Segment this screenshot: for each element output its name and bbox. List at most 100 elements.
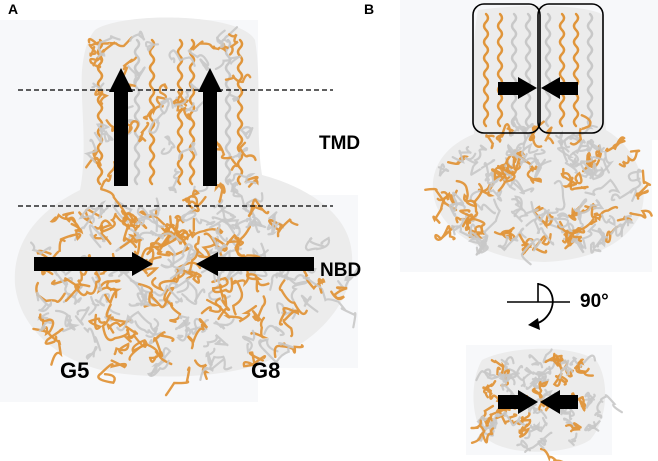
tmd-label: TMD bbox=[319, 133, 361, 154]
ribbon-segment bbox=[160, 135, 176, 155]
ribbon-segment bbox=[187, 248, 202, 284]
ribbon-segment bbox=[531, 233, 552, 254]
ribbon-segment bbox=[558, 359, 570, 380]
ribbon-segment bbox=[224, 73, 252, 84]
ribbon-segment bbox=[149, 197, 166, 228]
ribbon-segment bbox=[85, 346, 98, 361]
ribbon-segment bbox=[214, 55, 242, 71]
ribbon-segment bbox=[150, 286, 176, 309]
ribbon-segment bbox=[569, 354, 597, 369]
ribbon-segment bbox=[115, 209, 148, 230]
ribbon-segment bbox=[134, 204, 160, 226]
nbd-arrow-right bbox=[196, 252, 314, 276]
ribbon-segment bbox=[584, 391, 595, 403]
ribbon-segment bbox=[544, 354, 564, 367]
ribbon-segment bbox=[571, 150, 615, 177]
helix-strand bbox=[148, 38, 156, 186]
ribbon-segment bbox=[599, 394, 623, 414]
ribbon-segment bbox=[159, 97, 174, 115]
ribbon-segment bbox=[87, 313, 106, 330]
helix-strand bbox=[558, 12, 566, 128]
ribbon-segment bbox=[184, 189, 207, 207]
ribbon-segment bbox=[76, 272, 101, 297]
ribbon-segment bbox=[127, 65, 146, 85]
ribbon-segment bbox=[470, 158, 496, 176]
ribbon-segment bbox=[519, 415, 532, 428]
ribbon-segment bbox=[169, 302, 182, 323]
ribbon-segment bbox=[469, 189, 496, 215]
chain-label-right: G8 bbox=[251, 358, 281, 383]
helix-strand bbox=[524, 12, 532, 128]
ribbon-segment bbox=[590, 205, 603, 219]
ribbon-segment bbox=[137, 283, 160, 308]
ribbon-segment bbox=[187, 49, 210, 71]
ribbon-segment bbox=[475, 237, 488, 256]
ribbon-segment bbox=[434, 225, 456, 241]
ribbon-segment bbox=[528, 354, 544, 369]
ribbon-segment bbox=[214, 182, 226, 203]
ribbon-segment bbox=[629, 209, 653, 219]
ribbon-segment bbox=[74, 306, 90, 326]
ribbon-segment bbox=[528, 120, 545, 142]
ribbon-segment bbox=[263, 324, 285, 337]
ribbon-segment bbox=[573, 198, 605, 215]
ribbon-segment bbox=[88, 224, 106, 249]
ribbon-segment bbox=[635, 169, 652, 200]
ribbon-segment bbox=[137, 121, 150, 143]
ribbon-segment bbox=[208, 218, 235, 242]
ribbon-segment bbox=[278, 306, 300, 338]
ribbon-segment bbox=[544, 126, 555, 145]
ribbon-segment bbox=[574, 198, 588, 225]
ribbon-segment bbox=[488, 179, 503, 202]
ribbon-segment bbox=[482, 420, 498, 429]
ribbon-segment bbox=[59, 222, 84, 241]
ribbon-segment bbox=[116, 310, 157, 334]
ribbon-segment bbox=[205, 347, 216, 366]
ribbon-segment bbox=[242, 329, 256, 354]
ribbon-segment bbox=[557, 146, 580, 168]
ribbon-segment bbox=[337, 267, 359, 290]
ribbon-segment bbox=[505, 143, 539, 163]
ribbon-segment bbox=[175, 217, 196, 243]
ribbon-segment bbox=[122, 56, 137, 71]
ribbon-segment bbox=[104, 279, 122, 304]
ribbon-segment bbox=[200, 297, 222, 315]
ribbon-segment bbox=[278, 279, 308, 316]
ribbon-segment bbox=[556, 212, 570, 229]
ribbon-segment bbox=[567, 226, 583, 243]
ribbon-segment bbox=[94, 88, 110, 105]
ribbon-segment bbox=[516, 439, 531, 452]
tmd-box-right bbox=[537, 3, 604, 134]
ribbon-segment bbox=[320, 287, 357, 329]
helix-strand bbox=[188, 38, 196, 186]
nbd-arrow-left bbox=[34, 252, 153, 276]
ribbon-segment bbox=[568, 432, 578, 446]
ribbon-segment bbox=[195, 217, 216, 226]
ribbon-segment bbox=[570, 229, 585, 254]
ribbon-segment bbox=[542, 213, 554, 230]
ribbon-segment bbox=[594, 400, 603, 419]
ribbon-segment bbox=[142, 95, 168, 121]
ribbon-segment bbox=[178, 244, 203, 271]
ribbon-segment bbox=[88, 295, 100, 316]
helix-strand bbox=[544, 12, 552, 128]
ribbon-segment bbox=[600, 213, 616, 227]
ribbon-segment bbox=[592, 156, 610, 174]
ribbon-segment bbox=[220, 208, 237, 222]
ribbon-segment bbox=[239, 126, 254, 140]
ribbon-segment bbox=[100, 160, 117, 190]
ribbon-segment bbox=[172, 98, 192, 121]
ribbon-segment bbox=[432, 191, 450, 224]
ribbon-segment bbox=[484, 368, 508, 385]
ribbon-segment bbox=[575, 396, 587, 413]
ribbon-segment bbox=[300, 294, 319, 313]
ribbon-segment bbox=[97, 359, 127, 385]
ribbon-segment bbox=[97, 35, 121, 58]
helix-strand bbox=[496, 12, 504, 128]
ribbon-segment bbox=[497, 235, 519, 250]
ribbon-segment bbox=[129, 30, 146, 42]
ribbon-segment bbox=[470, 419, 486, 444]
helix-strand bbox=[572, 12, 580, 128]
ribbon-segment bbox=[503, 164, 516, 191]
ribbon-segment bbox=[167, 277, 190, 304]
